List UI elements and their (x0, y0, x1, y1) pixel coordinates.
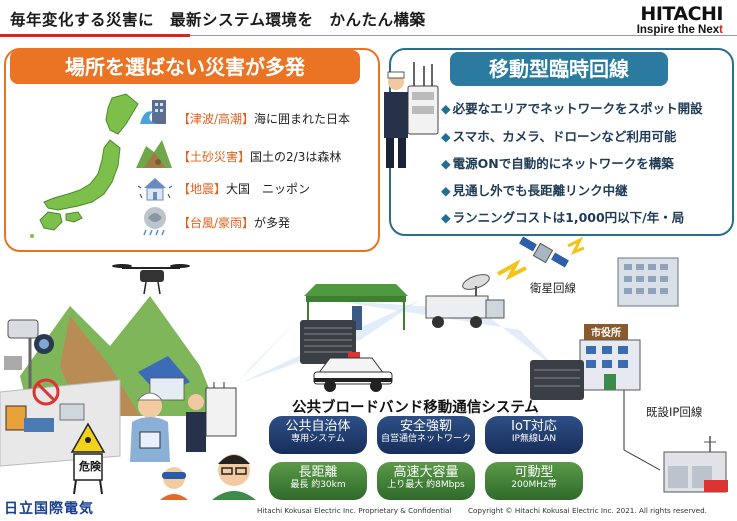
company-logo: 日立国際電気 (4, 501, 94, 517)
satellite-truck-illustration (425, 274, 505, 328)
city-hall-illustration (579, 324, 641, 391)
city-hall-sign: 市役所 (591, 328, 621, 339)
feature-item: ◆電源ONで自動的にネットワークを構築 (441, 156, 674, 171)
feature-pill-high-speed: 高速大容量上り最大 約8Mbps (377, 462, 475, 500)
brand-name: HITACHI (640, 3, 723, 25)
drone-icon (112, 264, 190, 295)
city-hall-equipment (530, 360, 584, 400)
tsunami-icon (140, 100, 166, 124)
landslide-icon (136, 140, 172, 168)
feature-pill-secure: 安全強靭自営通信ネットワーク (377, 416, 475, 454)
patrol-car-illustration (313, 352, 393, 392)
feature-pill-public-sector: 公共自治体専用システム (269, 416, 367, 454)
footer-proprietary: Hitachi Kokusai Electric Inc. Proprietar… (257, 506, 452, 515)
fire-station-illustration (663, 436, 728, 493)
footer-copyright: Copyright © Hitachi Kokusai Electric Inc… (468, 506, 707, 515)
tent-illustration (304, 284, 408, 330)
danger-sign-label: 危険 (79, 460, 101, 473)
brand-tagline: Inspire the Next (636, 24, 723, 36)
header-divider (190, 35, 737, 36)
mobile-heading: 移動型臨時回線 (450, 52, 668, 86)
system-title: 公共ブロードバンド移動通信システム (292, 400, 539, 416)
base-station-equipment (300, 320, 356, 364)
japan-map (30, 93, 139, 238)
staff-illustration (130, 382, 256, 500)
existing-ip-line-label: 既設IP回線 (646, 405, 703, 419)
satellite-icon (497, 236, 585, 281)
feature-pill-long-range: 長距離最長 約30km (269, 462, 367, 500)
disaster-item-typhoon: 【台風/豪雨】が多発 (178, 216, 291, 230)
page-title: 毎年変化する災害に 最新システム環境を かんたん構築 (10, 11, 426, 29)
feature-item: ◆ランニングコストは1,000円以下/年・局 (441, 210, 685, 225)
disaster-item-earthquake: 【地震】大国 ニッポン (178, 182, 311, 196)
hitachi-logo: HITACHI Inspire the Next (636, 3, 724, 36)
disaster-heading: 場所を選ばない災害が多発 (10, 50, 360, 84)
disaster-item-landslide: 【土砂災害】国土の2/3は森林 (178, 150, 342, 164)
feature-item: ◆見通し外でも長距離リンク中継 (441, 183, 628, 198)
disaster-item-tsunami: 【津波/高潮】海に囲まれた日本 (178, 112, 351, 126)
typhoon-icon (143, 207, 166, 236)
feature-item: ◆スマホ、カメラ、ドローンなど利用可能 (441, 129, 677, 144)
satellite-line-label: 衛星回線 (530, 281, 576, 295)
feature-item: ◆必要なエリアでネットワークをスポット開設 (441, 101, 703, 116)
field-worker-radio-illustration (384, 62, 439, 168)
earthquake-icon (138, 178, 172, 201)
header-rule (0, 34, 190, 37)
office-building-illustration (617, 257, 679, 307)
disaster-scene-illustration (0, 264, 220, 495)
